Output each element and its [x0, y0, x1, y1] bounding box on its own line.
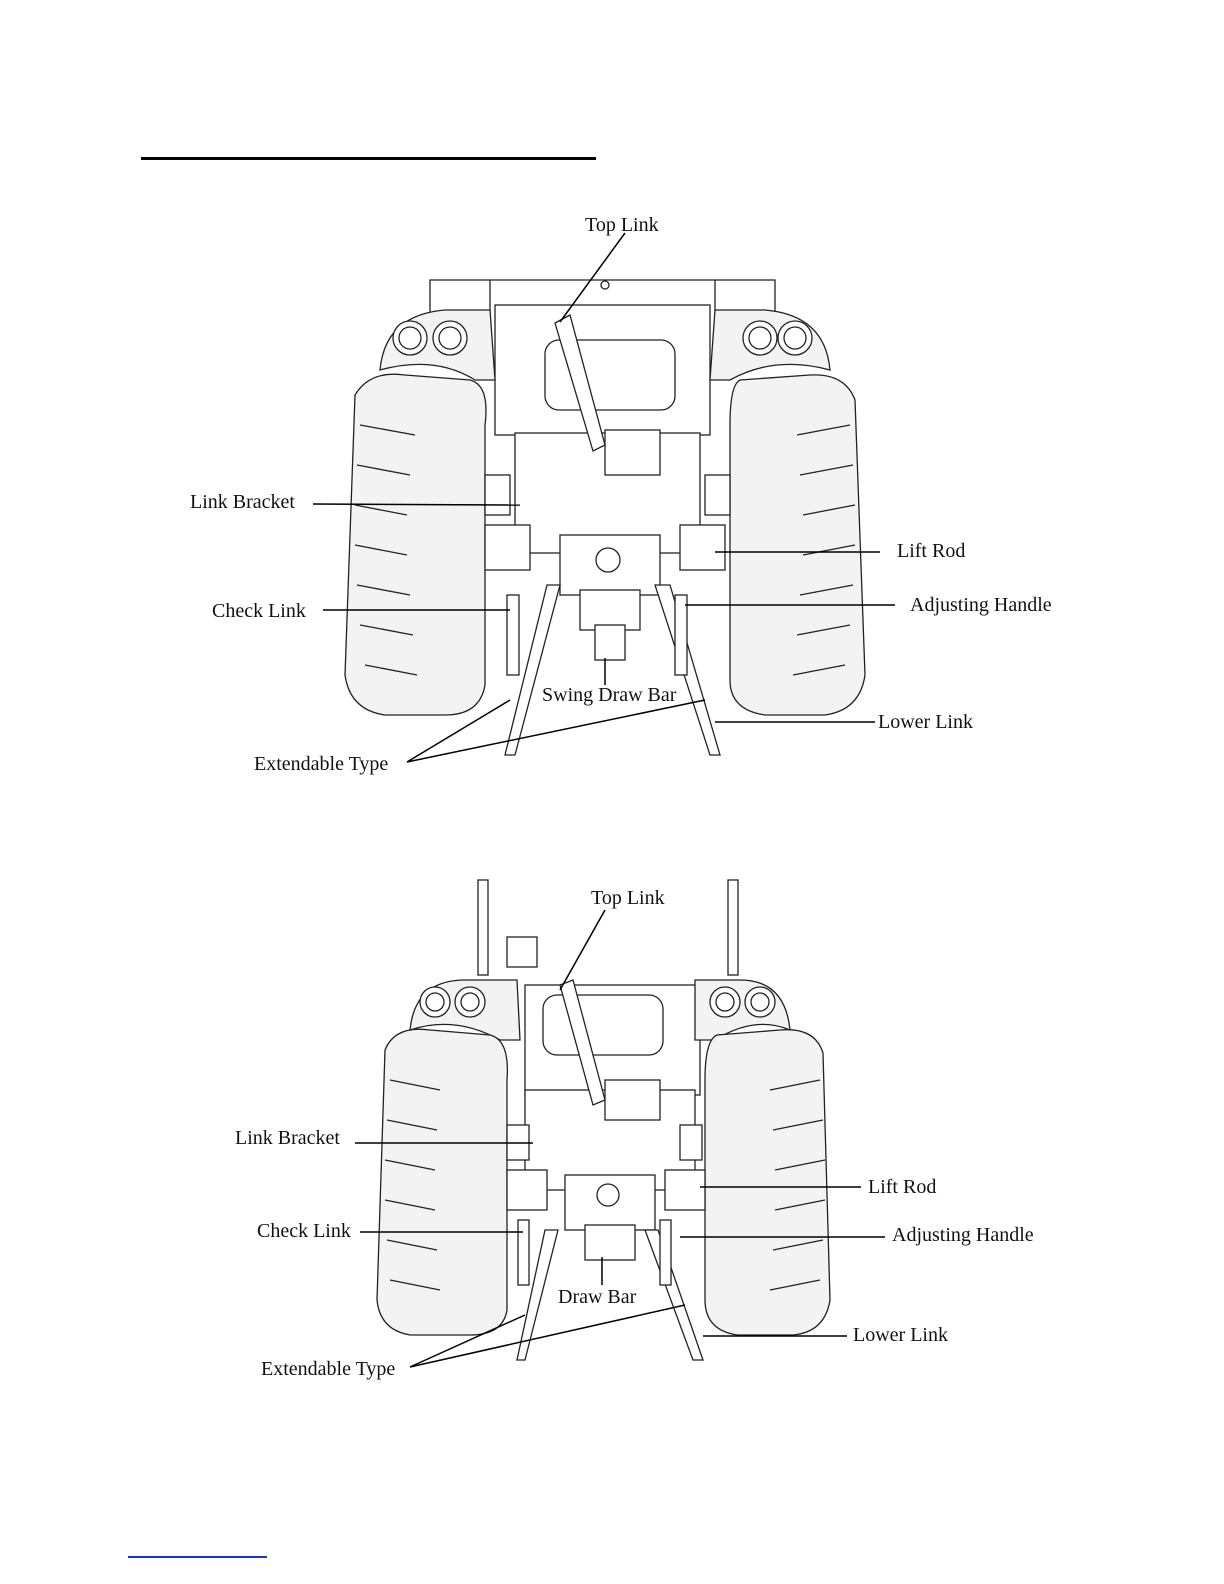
label-link-bracket: Link Bracket	[235, 1128, 340, 1148]
label-draw-bar: Draw Bar	[558, 1287, 636, 1307]
heading-underline	[141, 157, 596, 160]
footer-link-underline	[128, 1556, 267, 1558]
label-swing-draw-bar: Swing Draw Bar	[542, 685, 676, 705]
tractor-rear-diagram-rops: Top Link Link Bracket Lift Rod Check Lin…	[225, 875, 1055, 1395]
label-lower-link: Lower Link	[878, 712, 973, 732]
tractor-rear-diagram-cab: Top Link Link Bracket Lift Rod Check Lin…	[185, 205, 1065, 785]
label-check-link: Check Link	[257, 1221, 351, 1241]
label-adjusting-handle: Adjusting Handle	[892, 1225, 1034, 1245]
label-lift-rod: Lift Rod	[868, 1177, 936, 1197]
label-adjusting-handle: Adjusting Handle	[910, 595, 1052, 615]
label-link-bracket: Link Bracket	[190, 492, 295, 512]
label-extendable-type: Extendable Type	[254, 754, 388, 774]
label-check-link: Check Link	[212, 601, 306, 621]
label-lower-link: Lower Link	[853, 1325, 948, 1345]
label-top-link: Top Link	[591, 888, 665, 908]
label-top-link: Top Link	[585, 215, 659, 235]
label-extendable-type: Extendable Type	[261, 1359, 395, 1379]
label-lift-rod: Lift Rod	[897, 541, 965, 561]
tractor-drawing	[225, 875, 1055, 1395]
